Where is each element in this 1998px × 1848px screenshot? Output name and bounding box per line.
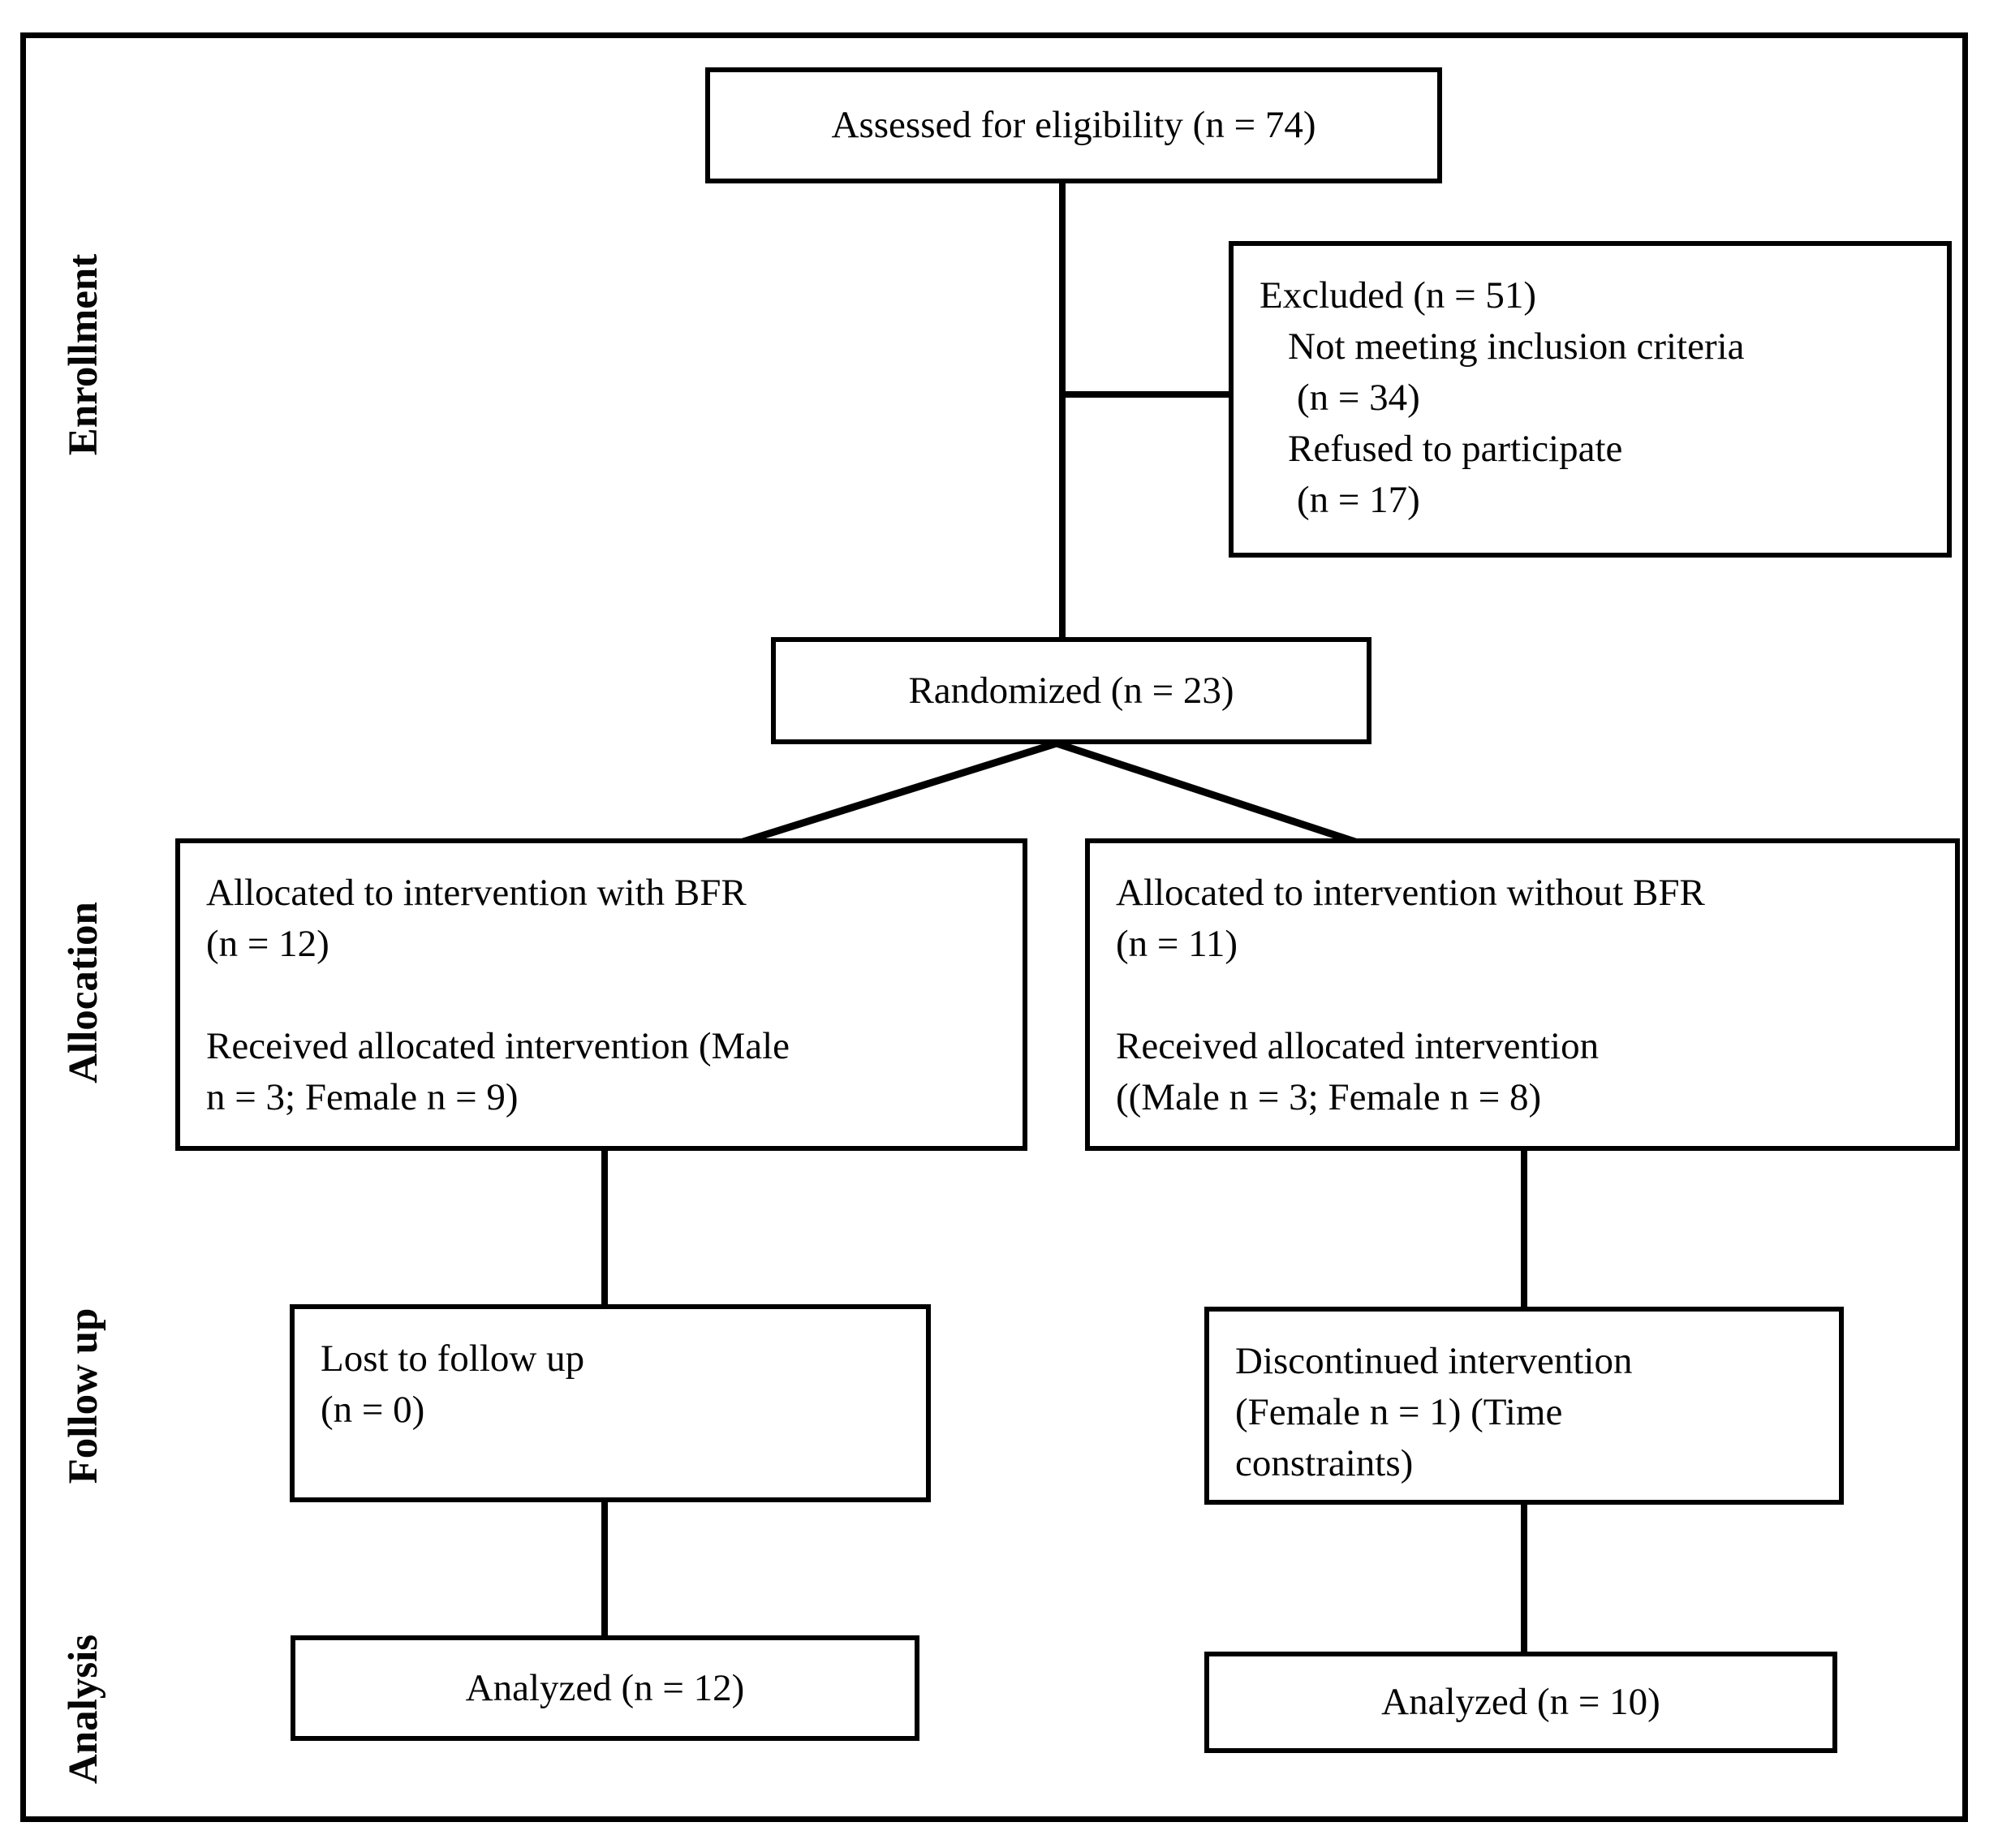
connector-to-excluded — [1062, 391, 1230, 398]
stage-label-enrollment: Enrollment — [61, 253, 106, 456]
discontinued-line-1: Discontinued intervention — [1235, 1340, 1633, 1382]
connector-assessed-to-randomized — [1059, 182, 1066, 639]
excluded-reason-1: Not meeting inclusion criteria — [1288, 325, 1745, 368]
blank-line — [1116, 970, 1927, 1021]
excluded-total: Excluded (n = 51) — [1260, 274, 1537, 317]
lost-followup-line-2: (n = 0) — [321, 1389, 425, 1431]
outer-frame — [20, 32, 1968, 1822]
excluded-reason-2-n: (n = 17) — [1297, 479, 1420, 521]
alloc-nobfr-line-3: Received allocated intervention — [1116, 1025, 1600, 1067]
alloc-bfr-line-3: Received allocated intervention (Male — [206, 1025, 790, 1067]
stage-label-analysis: Analysis — [61, 1634, 106, 1785]
connector-allocright-to-followupright — [1521, 1149, 1527, 1308]
stage-label-allocation: Allocation — [61, 902, 106, 1083]
analyzed-nobfr-text: Analyzed (n = 10) — [1381, 1681, 1660, 1723]
lost-followup-line-1: Lost to follow up — [321, 1338, 585, 1380]
box-assessed-for-eligibility: Assessed for eligibility (n = 74) — [705, 67, 1442, 183]
discontinued-line-2: (Female n = 1) (Time — [1235, 1391, 1563, 1433]
discontinued-line-3: constraints) — [1235, 1442, 1414, 1484]
alloc-bfr-line-4: n = 3; Female n = 9) — [206, 1076, 519, 1118]
excluded-reason-2: Refused to participate — [1288, 428, 1623, 470]
box-allocated-with-bfr: Allocated to intervention with BFR (n = … — [175, 838, 1027, 1151]
excluded-reason-1-n: (n = 34) — [1297, 377, 1420, 419]
alloc-bfr-line-2: (n = 12) — [206, 923, 329, 965]
connector-followupright-to-analyzedright — [1521, 1503, 1527, 1653]
box-randomized: Randomized (n = 23) — [771, 637, 1371, 744]
box-excluded: Excluded (n = 51) Not meeting inclusion … — [1229, 241, 1952, 558]
alloc-bfr-line-1: Allocated to intervention with BFR — [206, 872, 747, 914]
connector-followupleft-to-analyzedleft — [601, 1501, 608, 1637]
box-allocated-without-bfr: Allocated to intervention without BFR (n… — [1085, 838, 1960, 1151]
alloc-nobfr-line-2: (n = 11) — [1116, 923, 1238, 965]
assessed-text: Assessed for eligibility (n = 74) — [831, 104, 1316, 146]
alloc-nobfr-line-4: ((Male n = 3; Female n = 8) — [1116, 1076, 1542, 1118]
alloc-nobfr-line-1: Allocated to intervention without BFR — [1116, 872, 1705, 914]
analyzed-bfr-text: Analyzed (n = 12) — [465, 1666, 745, 1709]
box-discontinued-intervention: Discontinued intervention (Female n = 1)… — [1204, 1307, 1844, 1505]
box-analyzed-without-bfr: Analyzed (n = 10) — [1204, 1652, 1837, 1753]
randomized-text: Randomized (n = 23) — [908, 669, 1234, 712]
box-analyzed-with-bfr: Analyzed (n = 12) — [291, 1635, 919, 1741]
connector-allocleft-to-followupleft — [601, 1149, 608, 1306]
blank-line — [206, 970, 995, 1021]
box-lost-to-followup: Lost to follow up (n = 0) — [290, 1304, 931, 1502]
stage-label-follow-up: Follow up — [61, 1307, 106, 1484]
